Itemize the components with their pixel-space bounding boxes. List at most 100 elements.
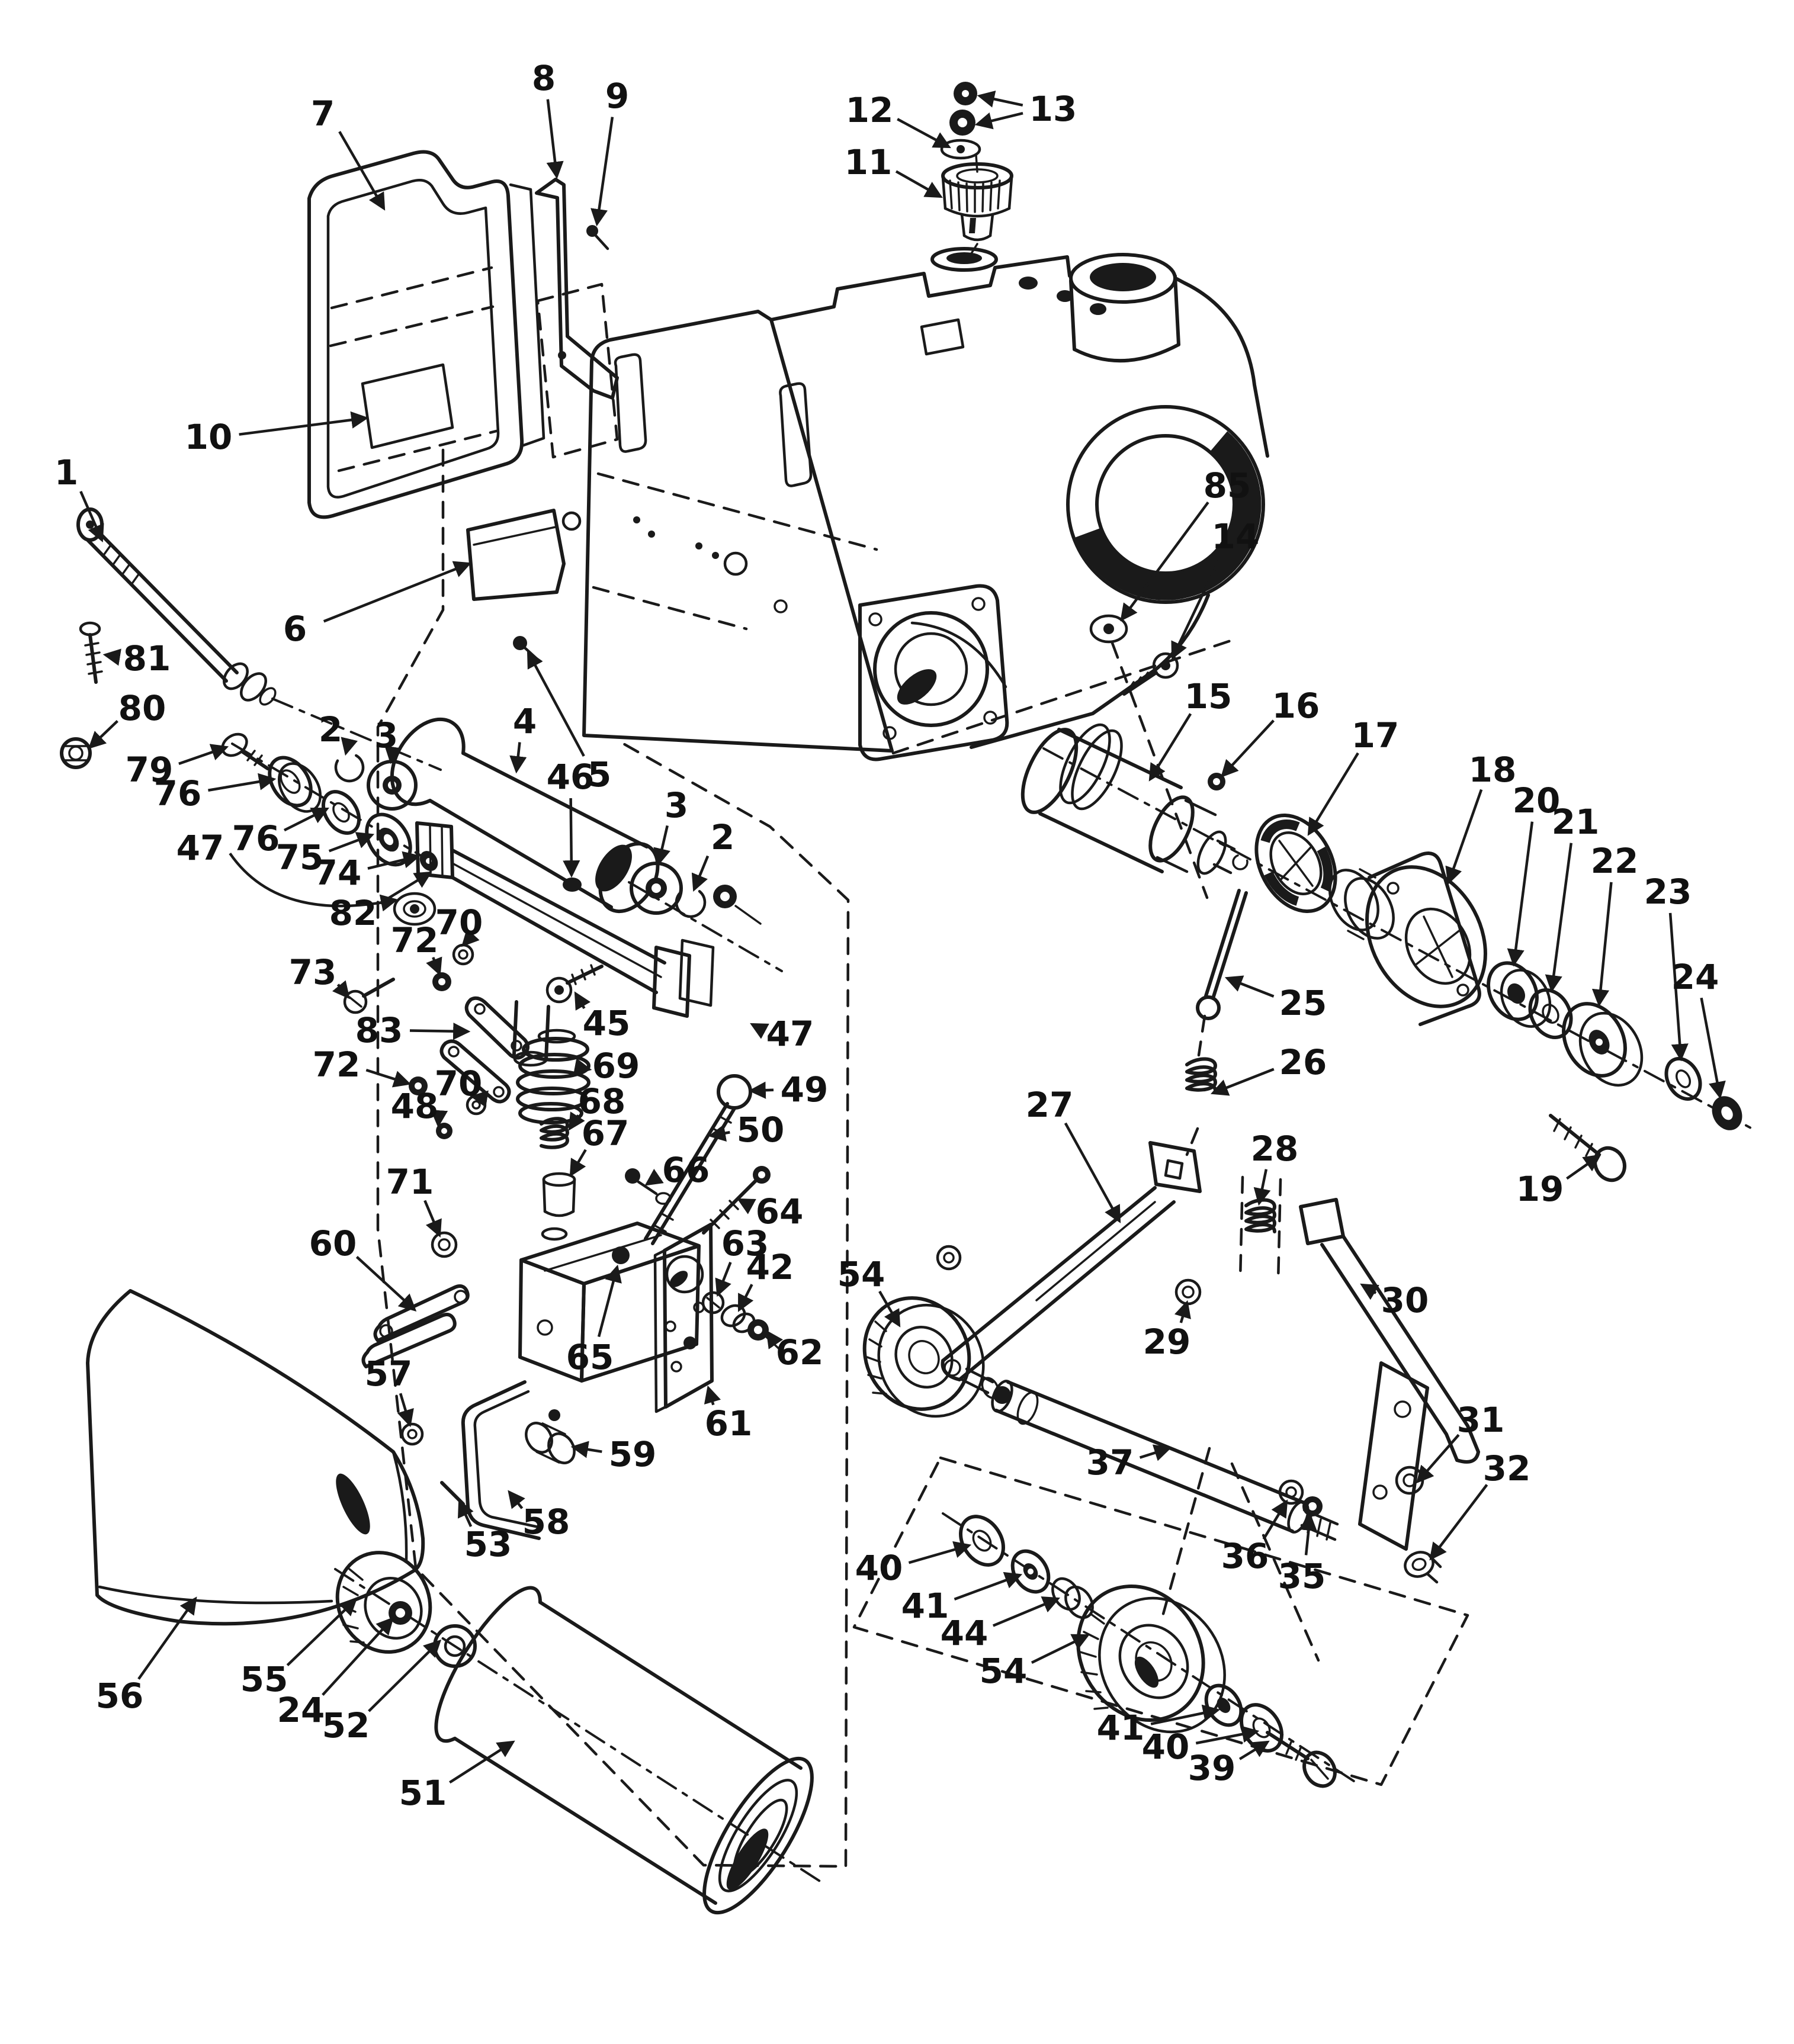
part-knob-and-washers xyxy=(930,82,1013,272)
callout-7: 7 xyxy=(311,94,386,211)
callout-29: 29 xyxy=(1143,1300,1191,1362)
callout-number-19: 19 xyxy=(1516,1169,1564,1209)
leader-line-39 xyxy=(1238,1740,1270,1760)
leader-line-40 xyxy=(908,1541,972,1564)
part-wheel-54a xyxy=(862,1296,1011,1418)
callout-68: 68 xyxy=(568,1081,626,1131)
part-roller-4 xyxy=(390,717,660,914)
leader-line-60 xyxy=(355,1256,417,1312)
callout-number-40: 40 xyxy=(1142,1727,1190,1767)
callout-3: 3 xyxy=(653,785,688,866)
callout-number-21: 21 xyxy=(1552,802,1600,842)
leader-line-40 xyxy=(1195,1725,1260,1745)
callout-66: 66 xyxy=(644,1150,710,1190)
leader-line-59 xyxy=(570,1441,602,1458)
callout-73: 73 xyxy=(289,952,350,999)
callout-number-83: 83 xyxy=(355,1010,403,1050)
callout-16: 16 xyxy=(1221,686,1320,778)
callout-number-72: 72 xyxy=(391,920,439,960)
part-bushing-76b xyxy=(321,790,361,835)
part-link-60 xyxy=(361,1284,470,1368)
leader-line-48 xyxy=(430,1110,448,1128)
callout-number-39: 39 xyxy=(1188,1748,1236,1788)
callout-number-54: 54 xyxy=(980,1651,1028,1691)
leader-line-55 xyxy=(286,1598,358,1666)
callout-4: 4 xyxy=(509,701,537,774)
callout-number-52: 52 xyxy=(322,1705,370,1746)
part-bolt-45 xyxy=(545,964,604,1004)
callout-39: 39 xyxy=(1188,1740,1270,1788)
callout-13: 13 xyxy=(974,89,1077,130)
callout-79: 79 xyxy=(126,744,229,790)
callout-number-74: 74 xyxy=(314,853,362,893)
callout-22: 22 xyxy=(1591,841,1638,1007)
part-fitting-81 xyxy=(79,621,103,684)
part-flap-6 xyxy=(466,509,582,601)
callout-76: 76 xyxy=(232,807,329,859)
callout-24: 24 xyxy=(1671,957,1726,1100)
part-arm-30 xyxy=(1299,1198,1480,1551)
part-hub-18 xyxy=(1365,851,1487,1026)
callout-14: 14 xyxy=(1171,516,1259,660)
leader-line-20 xyxy=(1507,821,1534,967)
callout-number-68: 68 xyxy=(578,1081,626,1121)
callout-number-41: 41 xyxy=(1097,1708,1145,1748)
callout-50: 50 xyxy=(708,1110,785,1150)
callout-number-42: 42 xyxy=(746,1247,794,1287)
callout-41: 41 xyxy=(1097,1704,1221,1748)
leader-line-10 xyxy=(239,411,369,436)
part-screw-9 xyxy=(586,225,609,250)
callout-80: 80 xyxy=(88,688,166,750)
callout-number-63: 63 xyxy=(721,1223,769,1264)
callout-62: 62 xyxy=(766,1330,823,1373)
callout-9: 9 xyxy=(590,76,629,227)
part-spring-28 xyxy=(1244,1198,1276,1233)
callout-number-18: 18 xyxy=(1469,750,1517,790)
callout-67: 67 xyxy=(569,1113,629,1177)
callout-number-2: 2 xyxy=(711,817,734,857)
callout-number-70: 70 xyxy=(435,1063,483,1104)
leader-line-82 xyxy=(379,871,432,905)
callout-number-40: 40 xyxy=(855,1548,903,1588)
callout-number-85: 85 xyxy=(1204,465,1251,506)
part-cover-plate xyxy=(307,150,545,519)
leader-line-13 xyxy=(977,90,1023,108)
part-cap-55 xyxy=(335,1551,432,1654)
part-main-housing xyxy=(466,253,1269,761)
leader-line-46 xyxy=(563,798,580,878)
callout-21: 21 xyxy=(1545,802,1600,993)
callout-32: 32 xyxy=(1429,1448,1530,1561)
leader-line-28 xyxy=(1253,1169,1271,1206)
callout-number-20: 20 xyxy=(1513,780,1561,821)
part-rod-1 xyxy=(76,507,277,706)
leader-line-74 xyxy=(367,851,421,870)
leader-line-85 xyxy=(1120,501,1209,622)
callout-number-54: 54 xyxy=(837,1254,885,1294)
callout-76: 76 xyxy=(154,773,277,814)
leader-line-70 xyxy=(470,1090,489,1108)
callout-number-36: 36 xyxy=(1221,1536,1269,1576)
leader-line-26 xyxy=(1210,1068,1275,1096)
cover-decal xyxy=(361,363,454,449)
callout-number-70: 70 xyxy=(435,902,483,943)
callout-number-72: 72 xyxy=(313,1045,361,1085)
callout-15: 15 xyxy=(1148,676,1232,782)
callout-26: 26 xyxy=(1210,1042,1327,1096)
leader-line-8 xyxy=(546,99,564,179)
callout-52: 52 xyxy=(322,1639,442,1746)
part-screw-73 xyxy=(343,978,395,1014)
leader-line-45 xyxy=(574,991,591,1011)
leader-line-6 xyxy=(323,561,472,623)
leader-line-54 xyxy=(1031,1634,1090,1664)
leader-line-53 xyxy=(457,1499,474,1527)
callout-74: 74 xyxy=(314,851,421,893)
callout-70: 70 xyxy=(435,1063,489,1108)
part-wheel-row xyxy=(959,1515,1337,1788)
leader-line-41 xyxy=(954,1571,1023,1601)
callout-11: 11 xyxy=(845,142,943,198)
part-pulley-22 xyxy=(1562,1002,1644,1087)
part-roller-51 xyxy=(434,1586,814,1915)
callout-number-50: 50 xyxy=(737,1110,785,1150)
